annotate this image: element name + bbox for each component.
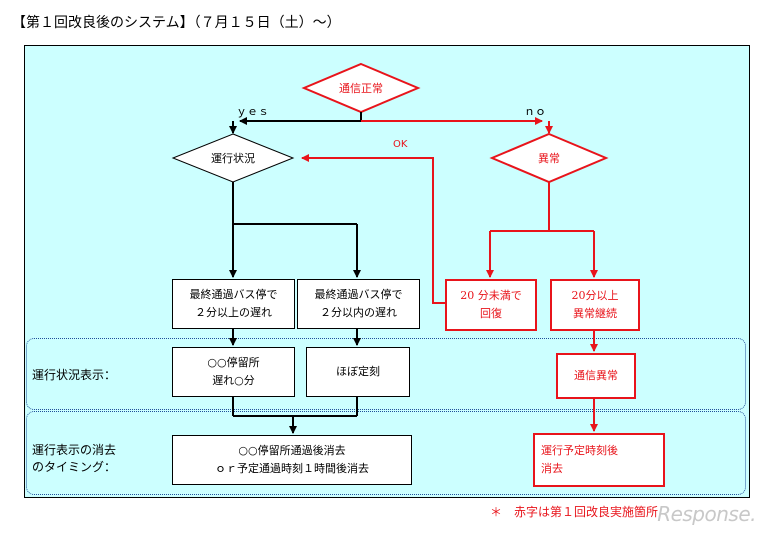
clear-timing-zone <box>26 411 746 495</box>
late-2min-within-box: 最終通過バス停で ２分以内の遅れ <box>297 279 420 329</box>
yes-label: ｙｅｓ <box>236 105 269 118</box>
comm-abnormal-box: 通信異常 <box>556 353 636 399</box>
under20-recovery-box: 20 分未満で 回復 <box>445 279 537 331</box>
clear-timing-box: ○○停留所通過後消去 ｏｒ予定通過時刻１時間後消去 <box>172 435 412 485</box>
comm-abnormal-text: 通信異常 <box>574 369 618 382</box>
stop-delay-line1: ○○停留所 <box>207 356 260 369</box>
stop-delay-line2: 遅れ○分 <box>212 374 255 387</box>
under20-line1: 20 分未満で <box>460 289 522 302</box>
late-2min-within-line1: 最終通過バス停で <box>314 288 403 301</box>
over20-continuing-box: 20分以上 異常継続 <box>550 279 640 331</box>
over20-line2: 異常継続 <box>573 307 617 320</box>
flowchart-frame <box>24 45 750 498</box>
display-zone <box>26 338 746 410</box>
over20-line1: 20分以上 <box>571 289 619 302</box>
scheduled-clear-line1: 運行予定時刻後 <box>541 444 618 457</box>
clear-timing-line1: ○○停留所通過後消去 <box>238 444 346 457</box>
comm-normal-text: 通信正常 <box>339 82 383 95</box>
late-2min-plus-line2: ２分以上の遅れ <box>195 306 272 319</box>
clear-zone-label-1: 運行表示の消去 <box>32 443 117 457</box>
clear-zone-label-2: のタイミング： <box>32 460 117 474</box>
operation-status-text: 運行状況 <box>211 152 255 165</box>
late-2min-plus-box: 最終通過バス停で ２分以上の遅れ <box>172 279 295 329</box>
ok-loop-line <box>301 154 445 304</box>
page-title: 【第１回改良後のシステム】（７月１５日（土）〜） <box>12 15 341 31</box>
no-label: ｎｏ <box>524 105 546 118</box>
stop-delay-box: ○○停留所 遅れ○分 <box>172 347 295 397</box>
scheduled-clear-line2: 消去 <box>541 462 563 475</box>
scheduled-clear-box: 運行予定時刻後 消去 <box>533 433 665 487</box>
late-2min-plus-line1: 最終通過バス停で <box>189 288 278 301</box>
footnote: ＊ 赤字は第１回改良実施箇所 <box>490 505 659 519</box>
display-zone-label: 運行状況表示： <box>32 368 117 382</box>
ok-label: OK <box>393 139 408 150</box>
on-time-text: ほぼ定刻 <box>336 365 380 378</box>
response-watermark: Response. <box>657 502 756 526</box>
under20-line2: 回復 <box>480 307 502 320</box>
abnormal-text: 異常 <box>538 152 560 165</box>
clear-timing-line2: ｏｒ予定通過時刻１時間後消去 <box>215 462 369 475</box>
on-time-box: ほぼ定刻 <box>306 347 410 397</box>
late-2min-within-line2: ２分以内の遅れ <box>320 306 397 319</box>
